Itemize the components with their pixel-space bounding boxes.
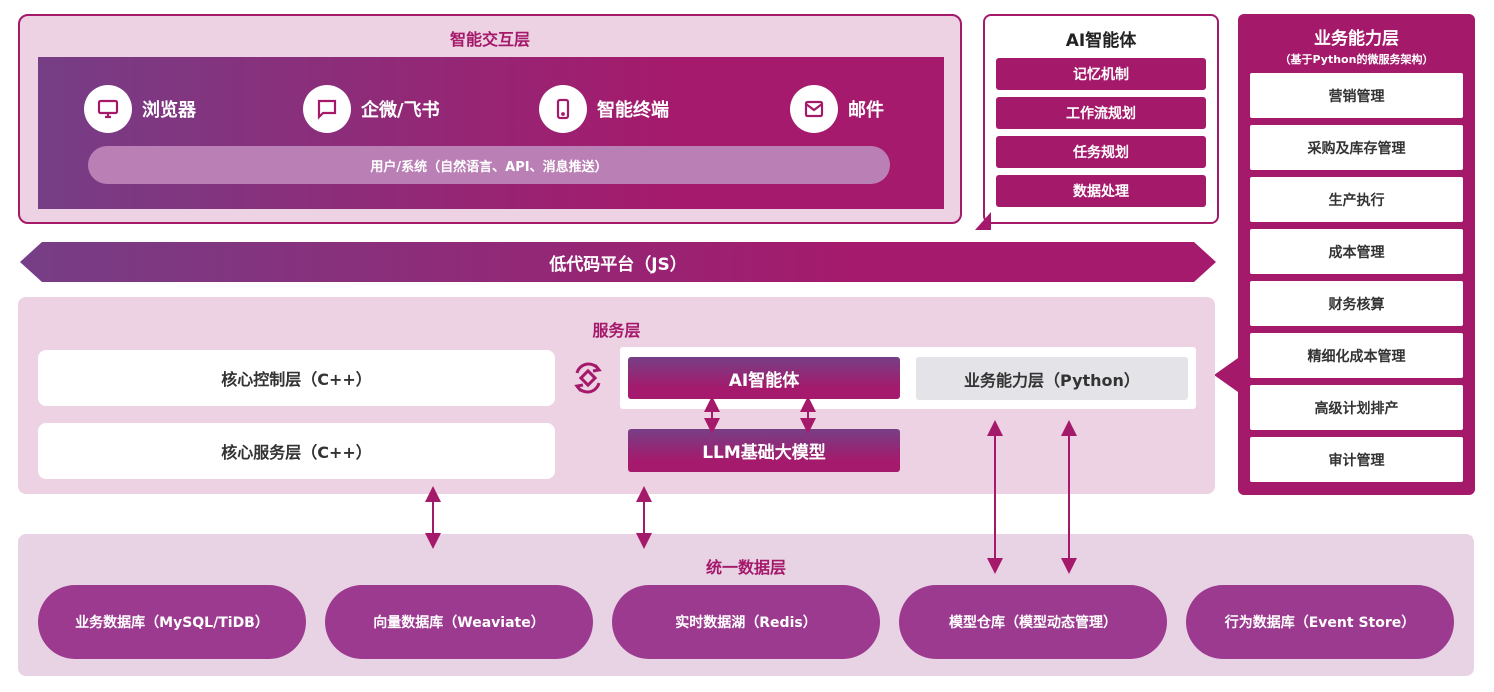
channel-smart-terminal[interactable]: 智能终端 <box>539 85 669 133</box>
channel-label: 浏览器 <box>142 100 196 121</box>
ai-item-data[interactable]: 数据处理 <box>996 175 1206 207</box>
interaction-title: 智能交互层 <box>449 30 530 49</box>
biz-item[interactable]: 采购及库存管理 <box>1250 125 1463 170</box>
business-title: 业务能力层 <box>1314 29 1399 49</box>
ai-item-memory[interactable]: 记忆机制 <box>996 58 1206 90</box>
business-subtitle: （基于Python的微服务架构） <box>1279 53 1434 66</box>
db-business[interactable]: 业务数据库（MySQL/TiDB） <box>38 585 306 659</box>
ai-item-workflow[interactable]: 工作流规划 <box>996 97 1206 129</box>
lowcode-banner: 低代码平台（JS） <box>20 242 1216 282</box>
channels-panel: 浏览器 企微/飞书 智能终端 邮件 用户/系统（自然语言、API、消息推送） <box>38 57 944 209</box>
biz-item[interactable]: 成本管理 <box>1250 229 1463 274</box>
data-title: 统一数据层 <box>705 558 786 577</box>
core-control-layer[interactable]: 核心控制层（C++） <box>38 350 555 406</box>
ai-agent-panel: AI智能体 记忆机制 工作流规划 任务规划 数据处理 <box>983 14 1219 224</box>
chat-icon <box>303 85 351 133</box>
db-vector[interactable]: 向量数据库（Weaviate） <box>325 585 593 659</box>
llm-foundation-model[interactable]: LLM基础大模型 <box>628 429 900 472</box>
monitor-icon <box>84 85 132 133</box>
ai-item-task[interactable]: 任务规划 <box>996 136 1206 168</box>
sync-icon <box>569 359 607 401</box>
channel-label: 智能终端 <box>597 100 669 121</box>
biz-item[interactable]: 财务核算 <box>1250 281 1463 326</box>
interaction-layer: 智能交互层 浏览器 企微/飞书 智能终端 邮件 用户/系统（自然语言、API、消… <box>18 14 962 224</box>
channel-email[interactable]: 邮件 <box>790 85 884 133</box>
mail-icon <box>790 85 838 133</box>
core-service-layer[interactable]: 核心服务层（C++） <box>38 423 555 479</box>
channel-label: 邮件 <box>848 100 884 121</box>
biz-item[interactable]: 生产执行 <box>1250 177 1463 222</box>
phone-icon <box>539 85 587 133</box>
business-pointer <box>1214 358 1238 392</box>
channel-label: 企微/飞书 <box>361 100 440 121</box>
db-event-store[interactable]: 行为数据库（Event Store） <box>1186 585 1454 659</box>
biz-item[interactable]: 精细化成本管理 <box>1250 333 1463 378</box>
channel-browser[interactable]: 浏览器 <box>84 85 196 133</box>
channel-wecom-feishu[interactable]: 企微/飞书 <box>303 85 440 133</box>
service-layer: 服务层 核心控制层（C++） 核心服务层（C++） AI智能体 业务能力层（Py… <box>18 297 1215 494</box>
ai-agent-title: AI智能体 <box>1065 31 1137 51</box>
user-system-bar: 用户/系统（自然语言、API、消息推送） <box>88 146 890 184</box>
business-panel: 业务能力层 （基于Python的微服务架构） 营销管理 采购及库存管理 生产执行… <box>1238 14 1475 495</box>
service-ai-agent[interactable]: AI智能体 <box>628 357 900 399</box>
service-biz-python[interactable]: 业务能力层（Python） <box>916 357 1188 400</box>
ai-agent-pointer <box>975 212 991 230</box>
biz-item[interactable]: 营销管理 <box>1250 73 1463 118</box>
db-realtime-lake[interactable]: 实时数据湖（Redis） <box>612 585 880 659</box>
biz-item[interactable]: 高级计划排产 <box>1250 385 1463 430</box>
db-model-repo[interactable]: 模型仓库（模型动态管理） <box>899 585 1167 659</box>
biz-item[interactable]: 审计管理 <box>1250 437 1463 482</box>
service-title: 服务层 <box>592 321 641 340</box>
